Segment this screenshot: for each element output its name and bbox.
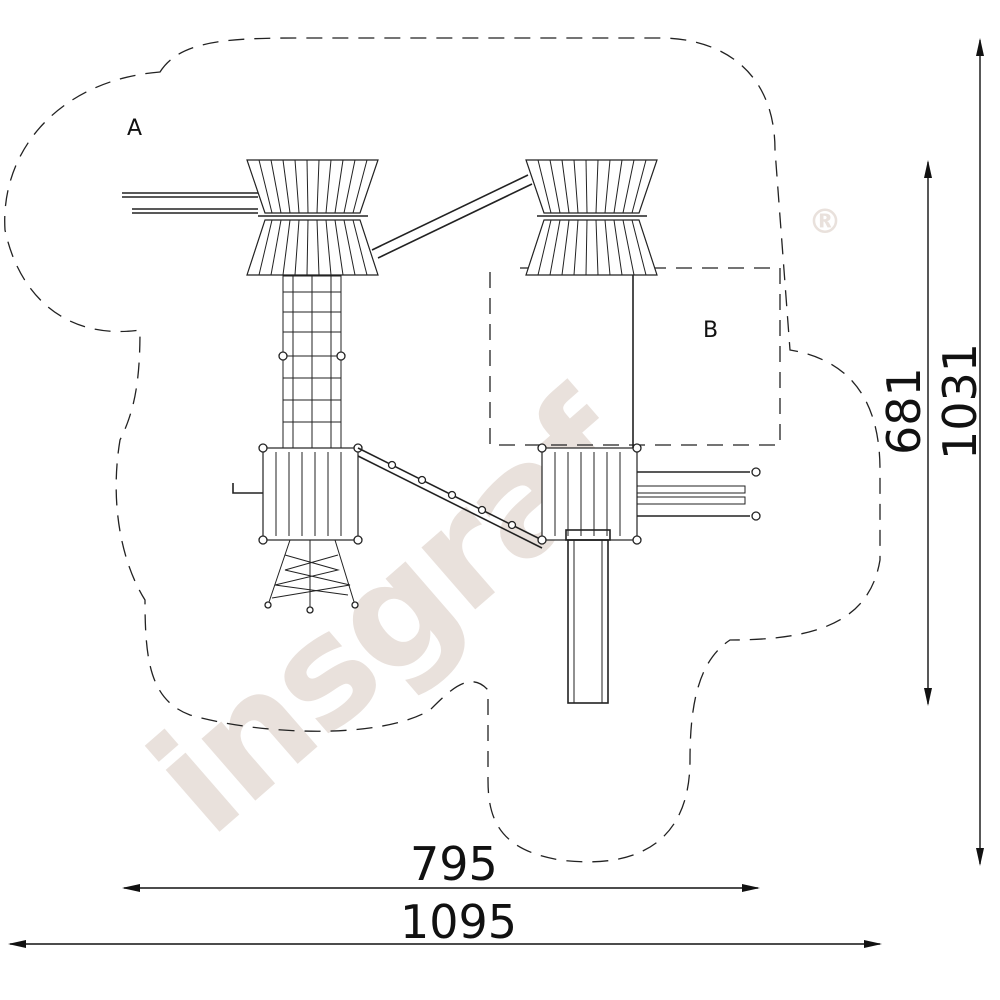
rope-bridge: [357, 447, 543, 549]
watermark: insgraf: [119, 360, 666, 867]
dimension-width-outer: 1095: [8, 895, 882, 949]
roof-connector-beam: [371, 174, 533, 259]
dimension-height-outer: 1031: [933, 38, 987, 866]
safety-zone-outline: [4, 37, 881, 863]
left-roof: [246, 159, 379, 276]
climbing-net: [278, 275, 346, 449]
right-roof: [525, 159, 658, 276]
dimension-height-outer-label: 1031: [933, 343, 987, 460]
zone-b-label: B: [703, 318, 718, 343]
watermark-text: insgraf: [119, 360, 666, 867]
right-side-bars: [636, 467, 761, 521]
left-bars: [122, 192, 258, 214]
zone-a-label: A: [127, 116, 142, 141]
zone-b-outline: [489, 267, 781, 446]
watermark-registered-mark: ®: [808, 202, 842, 242]
right-platform: [537, 275, 642, 545]
rope-pyramid: [264, 539, 359, 614]
dimension-width-outer-label: 1095: [400, 895, 517, 949]
dimension-width-inner: 795: [122, 837, 760, 892]
left-platform: [232, 443, 363, 545]
dimension-width-inner-label: 795: [410, 837, 498, 891]
slide: [565, 529, 611, 704]
dimension-height-inner-label: 681: [877, 367, 931, 455]
dimension-height-inner: 681: [877, 160, 932, 706]
